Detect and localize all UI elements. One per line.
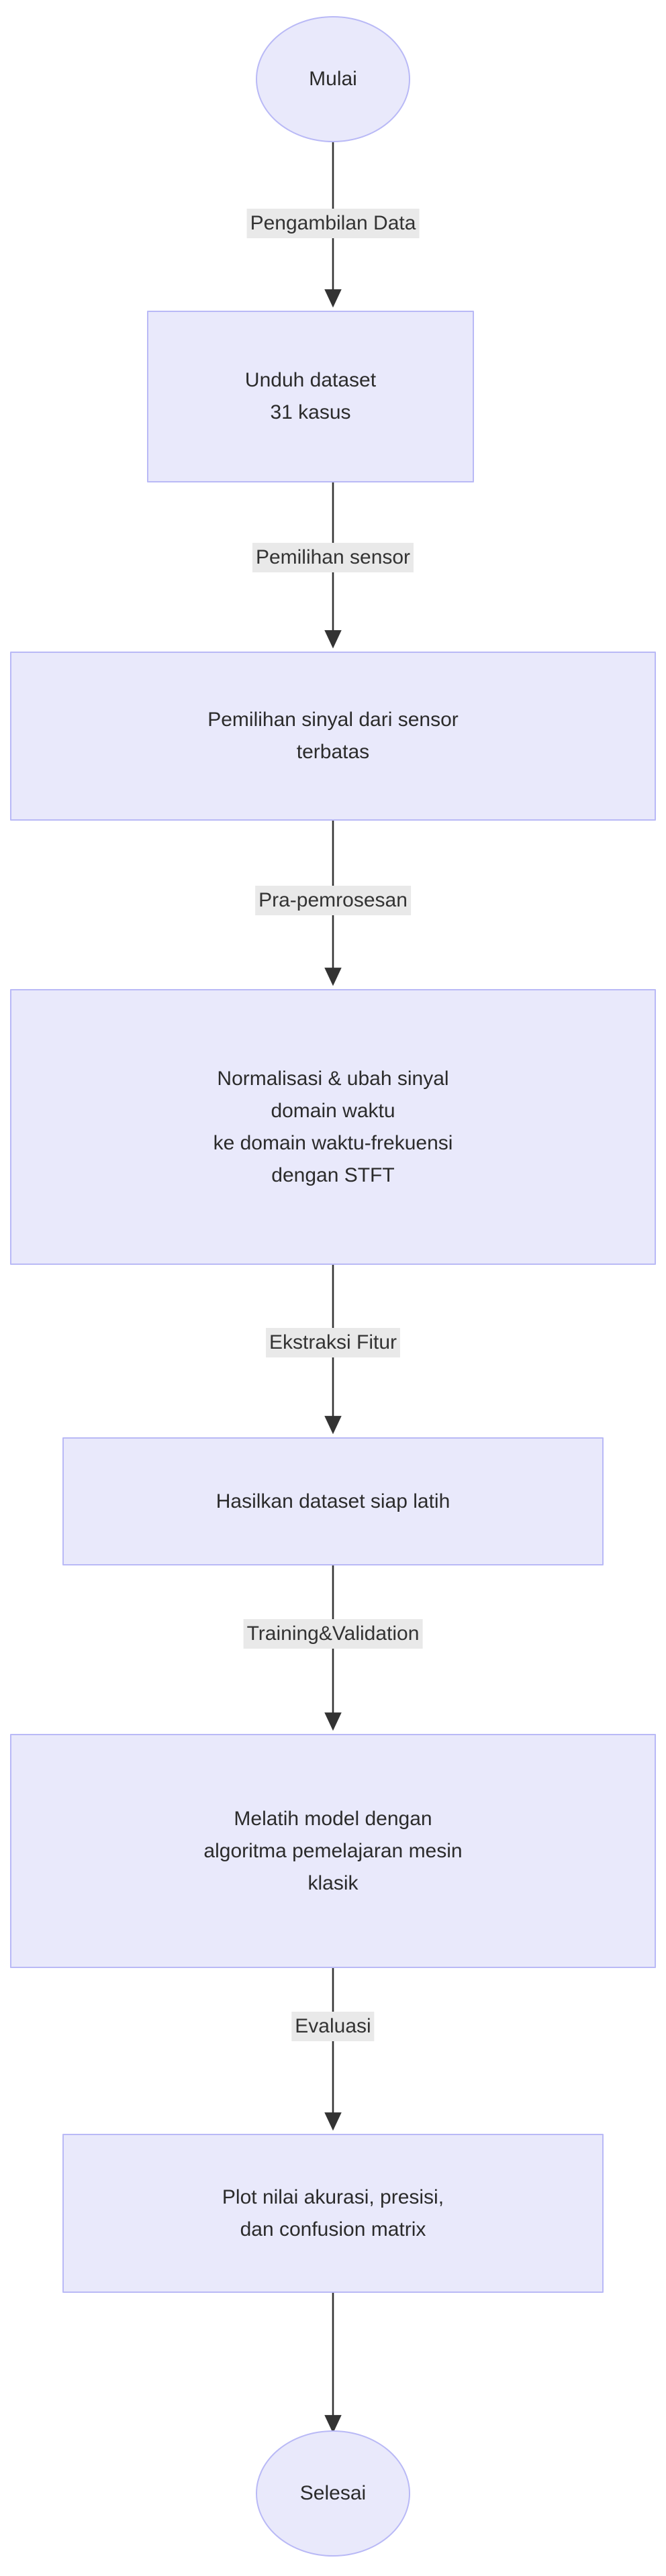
node-hasilkan-dataset[interactable]: Hasilkan dataset siap latih bbox=[62, 1437, 604, 1565]
edge-label-pemilihan-sensor: Pemilihan sensor bbox=[252, 543, 414, 572]
edge-label-pra-pemrosesan: Pra-pemrosesan bbox=[255, 886, 411, 915]
edge-label-text: Training&Validation bbox=[246, 1622, 420, 1645]
node-unduh-dataset[interactable]: Unduh dataset 31 kasus bbox=[147, 311, 474, 482]
node-label: Unduh dataset 31 kasus bbox=[244, 369, 377, 423]
node-label: Mulai bbox=[309, 68, 357, 90]
node-label: Pemilihan sinyal dari sensor terbatas bbox=[207, 709, 459, 763]
node-melatih-model[interactable]: Melatih model dengan algoritma pemelajar… bbox=[10, 1734, 656, 1968]
edge-label-evaluasi: Evaluasi bbox=[291, 2012, 375, 2041]
node-label: Hasilkan dataset siap latih bbox=[216, 1490, 450, 1512]
edge-label-pengambilan-data: Pengambilan Data bbox=[246, 209, 420, 238]
edge-label-text: Pengambilan Data bbox=[250, 212, 416, 234]
edge-label-text: Evaluasi bbox=[295, 2015, 371, 2037]
node-plot-evaluasi[interactable]: Plot nilai akurasi, presisi, dan confusi… bbox=[62, 2134, 604, 2293]
node-label: Selesai bbox=[299, 2482, 367, 2504]
edge-label-text: Ekstraksi Fitur bbox=[269, 1331, 397, 1353]
node-label: Plot nilai akurasi, presisi, dan confusi… bbox=[222, 2185, 444, 2240]
edge-label-text: Pra-pemrosesan bbox=[258, 889, 408, 911]
edge-label-ekstraksi-fitur: Ekstraksi Fitur bbox=[265, 1328, 401, 1357]
node-pemilihan-sinyal[interactable]: Pemilihan sinyal dari sensor terbatas bbox=[10, 652, 656, 821]
node-mulai[interactable]: Mulai bbox=[256, 16, 410, 142]
edge-label-training-validation: Training&Validation bbox=[243, 1619, 423, 1649]
node-label: Melatih model dengan algoritma pemelajar… bbox=[203, 1807, 463, 1894]
node-label: Normalisasi & ubah sinyal domain waktu k… bbox=[213, 1067, 453, 1186]
node-selesai[interactable]: Selesai bbox=[256, 2430, 410, 2557]
edge-label-text: Pemilihan sensor bbox=[255, 546, 411, 568]
node-normalisasi-stft[interactable]: Normalisasi & ubah sinyal domain waktu k… bbox=[10, 989, 656, 1265]
